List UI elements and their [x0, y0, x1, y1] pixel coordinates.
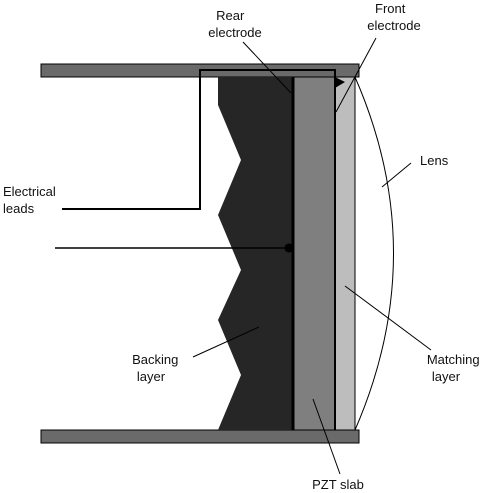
label-backing-layer-line1: Backing [132, 352, 178, 367]
label-rear-electrode-line1: Rear [216, 8, 245, 23]
label-electrical-leads-line2: leads [3, 201, 35, 216]
label-matching-layer: Matching layer [427, 352, 483, 384]
front-lead-arrowhead [335, 77, 345, 88]
label-pzt-slab: PZT slab [312, 477, 364, 492]
label-backing-layer: Backing layer [132, 352, 182, 384]
label-front-electrode-line2: electrode [367, 18, 420, 33]
label-electrical-leads: Electrical leads [3, 184, 59, 216]
label-lens: Lens [420, 153, 449, 168]
label-rear-electrode: Rear electrode [208, 8, 261, 40]
label-rear-electrode-line2: electrode [208, 25, 261, 40]
label-front-electrode: Front electrode [367, 1, 420, 33]
label-matching-layer-line2: layer [432, 369, 461, 384]
label-backing-layer-line2: layer [137, 369, 166, 384]
label-front-electrode-line1: Front [375, 1, 406, 16]
rear-lead-connection-dot [284, 243, 294, 253]
electrical-lead-front [62, 69, 336, 210]
leader-lens [381, 162, 412, 188]
leader-front-electrode [335, 37, 377, 113]
leader-pzt-slab [312, 398, 341, 475]
leader-rear-electrode [242, 41, 292, 94]
backing-layer [218, 77, 292, 430]
label-electrical-leads-line1: Electrical [3, 184, 56, 199]
housing-bottom-plate [40, 429, 360, 444]
pzt-slab [292, 76, 336, 431]
lens [354, 76, 394, 431]
leader-backing-layer [192, 326, 260, 358]
matching-layer [334, 76, 356, 431]
label-matching-layer-line1: Matching [427, 352, 480, 367]
leader-matching-layer [344, 285, 432, 351]
